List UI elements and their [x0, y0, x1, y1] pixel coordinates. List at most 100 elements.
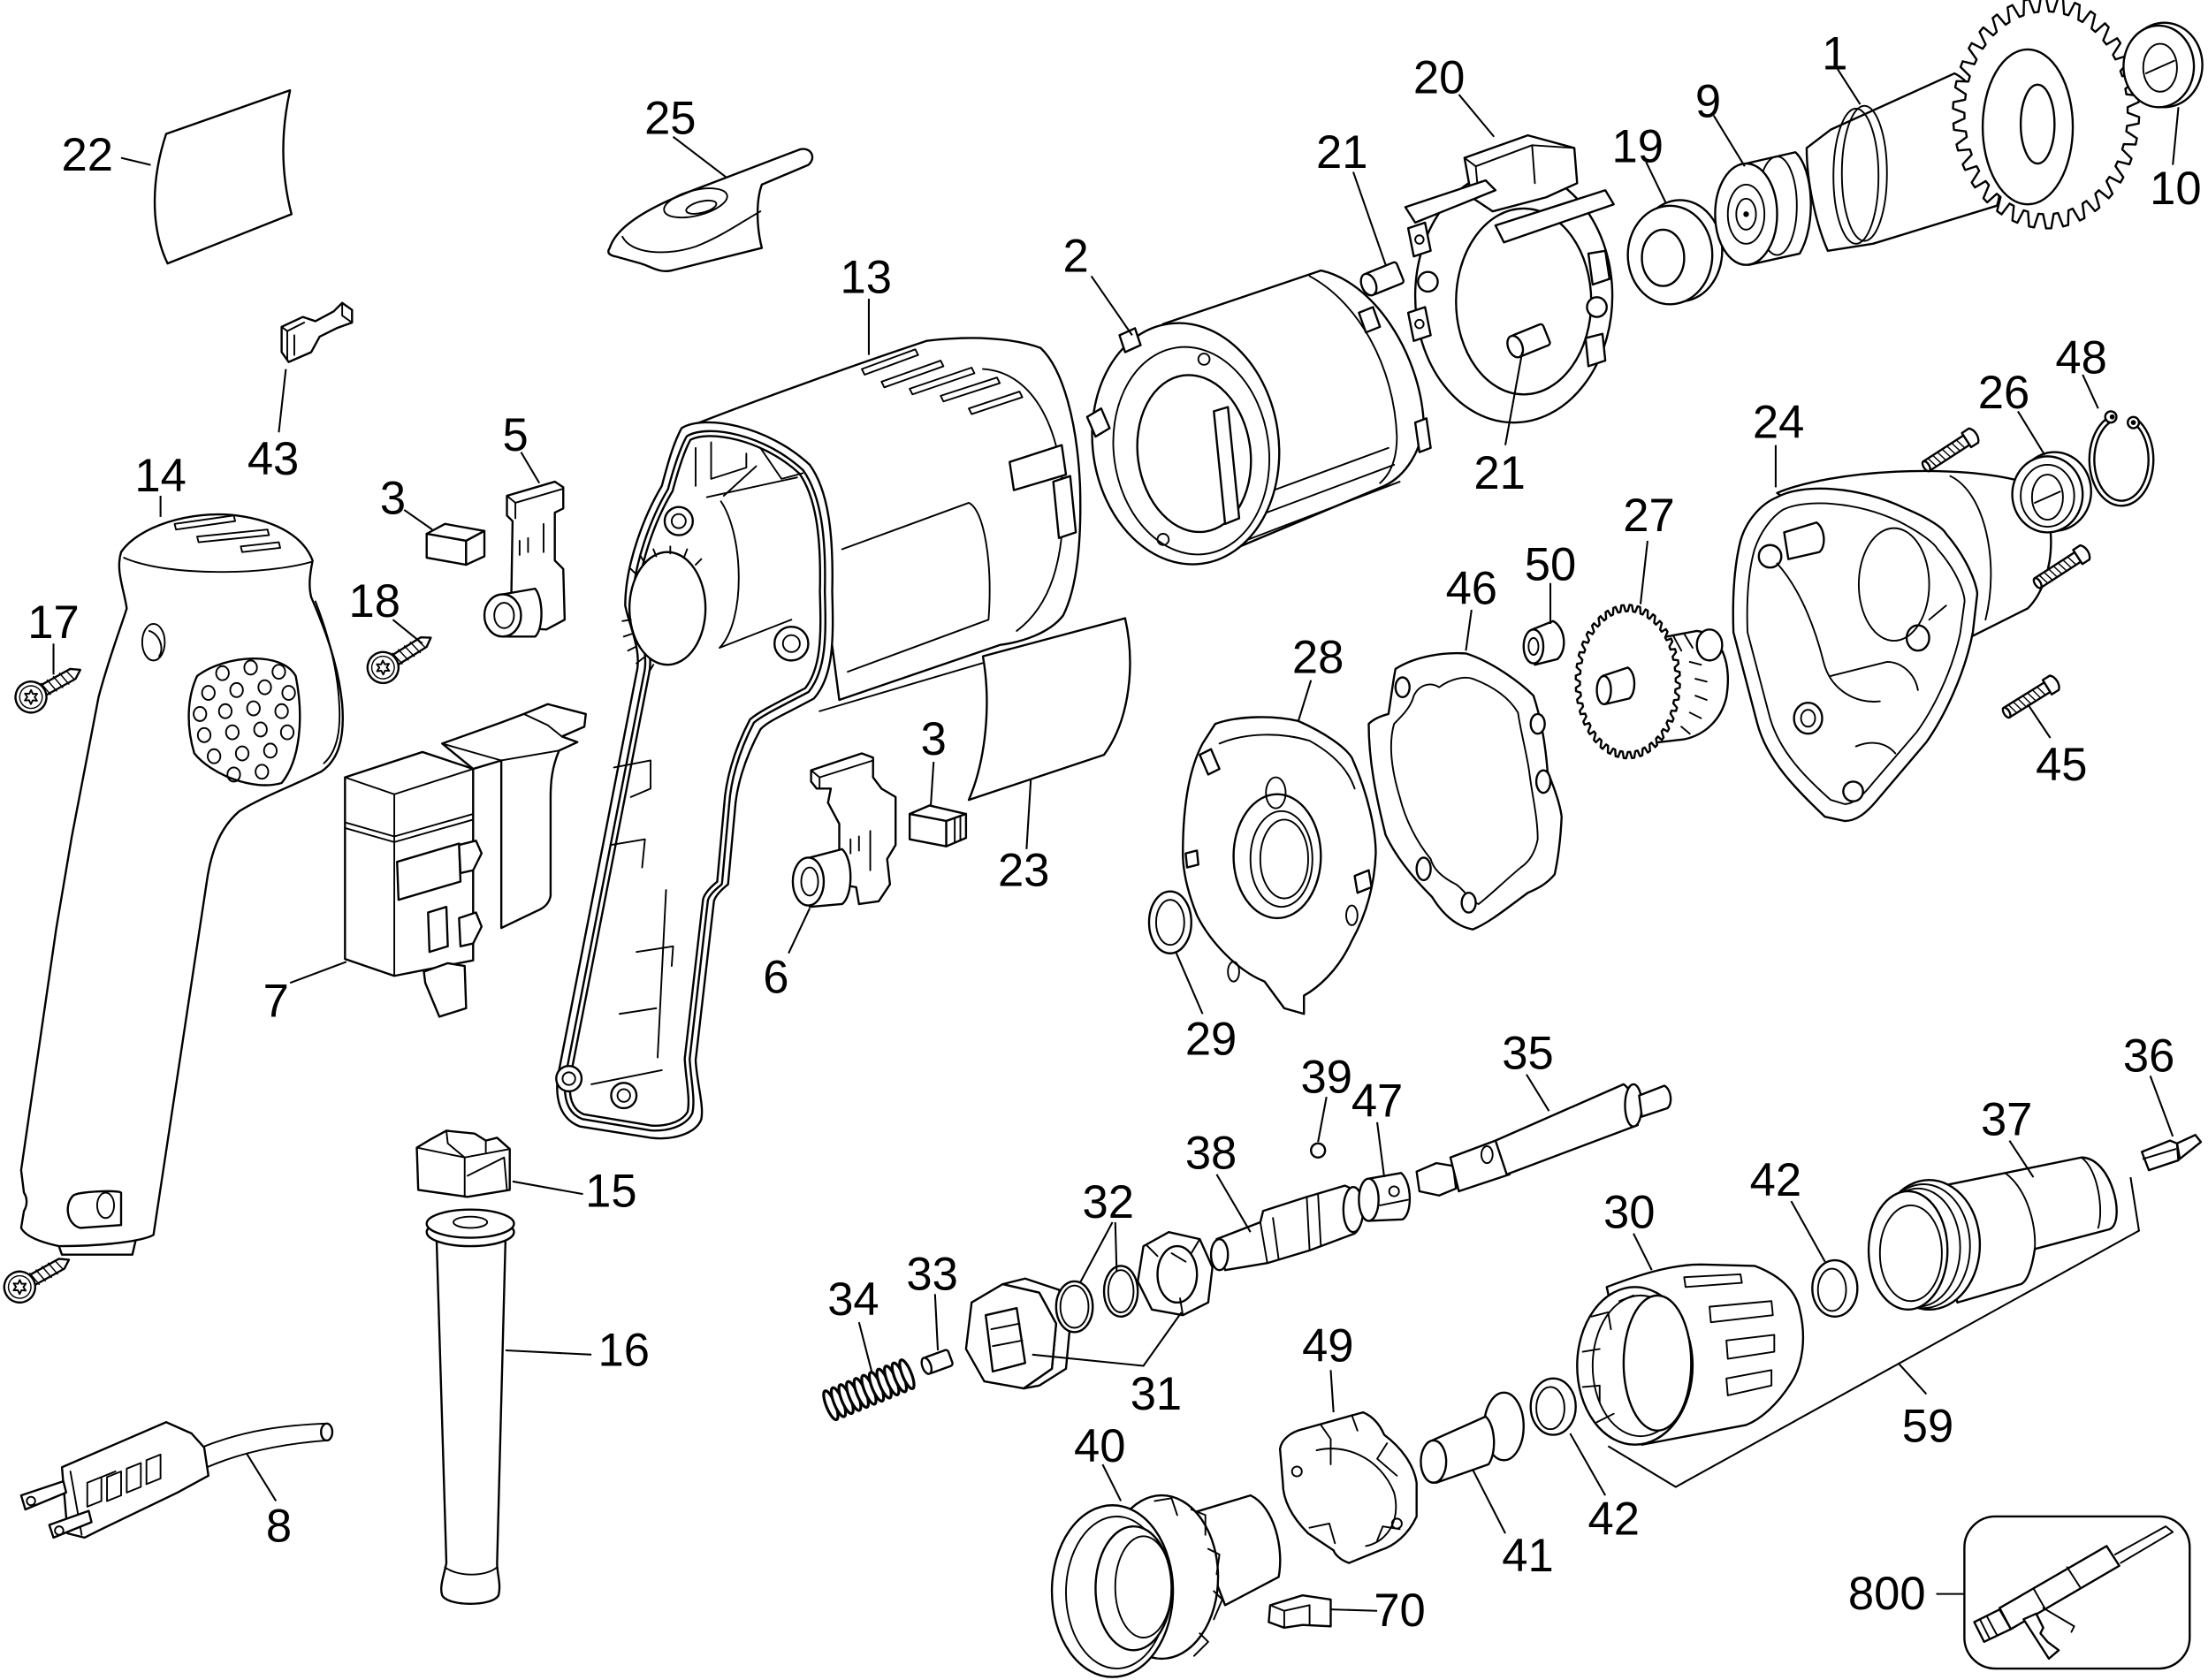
part-45-screw-lower — [1999, 673, 2063, 723]
holder-body — [810, 752, 897, 906]
leader-37 — [2008, 1140, 2035, 1178]
clamp-detail — [415, 1129, 511, 1198]
collar-slot — [1379, 1198, 1410, 1206]
spindle-end — [1209, 1237, 1230, 1272]
part-27-gear — [1574, 604, 1729, 760]
callout-21-lower: 21 — [1473, 447, 1525, 499]
ring-outer — [1529, 1377, 1577, 1436]
part-35-shaft — [1415, 1083, 1672, 1197]
part-7-switch — [344, 703, 587, 1018]
grill-hole — [229, 681, 244, 698]
housing-cam — [628, 551, 707, 666]
switch-window — [396, 842, 462, 901]
callout-42-lower: 42 — [1587, 1494, 1639, 1546]
label-outline — [967, 617, 1131, 802]
housing-inner-box — [695, 441, 804, 497]
side-handle-bore — [453, 1215, 489, 1229]
ring-clip — [1406, 306, 1432, 342]
part-48-retaining-ring — [2088, 410, 2155, 507]
ring-inner — [1816, 1267, 1847, 1312]
callout-70: 70 — [1374, 1585, 1425, 1637]
gear-housing-hole — [1757, 544, 1783, 569]
part-50-bushing — [1522, 620, 1565, 666]
ring-ear-hole — [2109, 414, 2115, 420]
bracket-59 — [1607, 1176, 2141, 1488]
callout-5: 5 — [502, 409, 528, 461]
callout-42-upper: 42 — [1750, 1154, 1801, 1206]
grill-hole — [201, 685, 216, 701]
leader-42-upper — [1790, 1200, 1826, 1263]
trigger-edge — [441, 712, 563, 762]
grill-hole — [274, 703, 289, 719]
holder-tube-end — [791, 856, 826, 907]
callout-29: 29 — [1185, 1013, 1237, 1065]
holder-tube-end — [483, 593, 522, 638]
plate-tab — [1184, 849, 1199, 869]
handle-seam — [314, 600, 341, 764]
part-39-ball — [1309, 1142, 1327, 1159]
callout-8: 8 — [266, 1501, 292, 1553]
key-outline — [1268, 1594, 1332, 1630]
part-10-bearing — [2122, 21, 2204, 109]
handle-bottom-hole — [66, 1190, 123, 1229]
cord — [200, 1422, 328, 1469]
part-19-bearing — [1626, 199, 1724, 306]
bearing-ring — [2020, 463, 2075, 528]
switch-box-edge — [344, 768, 475, 977]
ring-screw — [1417, 270, 1439, 293]
grill-hole — [246, 700, 261, 717]
ring-clip — [1587, 249, 1611, 286]
leader-33 — [933, 1294, 940, 1351]
grill-hole — [193, 705, 208, 722]
sleeve-end — [1420, 1439, 1448, 1484]
plug-prong — [48, 1509, 93, 1539]
ring-arm — [1494, 189, 1615, 244]
leader-5 — [520, 452, 541, 484]
callout-25: 25 — [644, 93, 696, 145]
collar-slot — [1683, 1273, 1743, 1289]
nose-ribs — [1153, 1497, 1223, 1657]
cage-cutout — [1308, 1414, 1401, 1545]
leader-36 — [2149, 1075, 2174, 1137]
field-hole — [1197, 353, 1211, 366]
bearing-front — [2011, 455, 2084, 534]
part-22-nameplate — [153, 88, 293, 265]
part-800-kit — [1963, 1515, 2191, 1670]
leader-18 — [392, 619, 423, 645]
callout-16: 16 — [598, 1325, 650, 1377]
leader-29 — [1175, 951, 1204, 1015]
leader-21-lower — [1504, 352, 1524, 445]
part-43-clip — [280, 301, 354, 363]
callout-30: 30 — [1603, 1186, 1655, 1238]
gasket-hole — [1534, 769, 1552, 794]
housing-slot — [1052, 475, 1077, 539]
shaft-hex — [1415, 1161, 1458, 1197]
grill-hole — [281, 685, 296, 701]
housing-barrel — [687, 337, 1082, 702]
gear-housing-body-line — [1949, 475, 1992, 621]
part-28-bearing-plate — [1182, 716, 1377, 1015]
part-21-pin-lower — [1506, 323, 1551, 359]
plate-tab — [1199, 748, 1221, 776]
bit-shank — [2140, 1139, 2180, 1172]
leader-40 — [1101, 1463, 1123, 1501]
part-13-motor-housing — [555, 337, 1116, 1140]
part-14-handle-housing — [19, 513, 344, 1256]
brush-groove — [954, 816, 962, 843]
collar-slot — [1709, 1300, 1774, 1324]
grill-hole — [226, 766, 241, 783]
handle-slot — [196, 528, 270, 544]
bushing-bore — [1527, 636, 1540, 656]
bit-hex-edge — [2142, 1148, 2177, 1160]
leader-2 — [1090, 275, 1133, 336]
cage-outline — [1278, 1410, 1418, 1564]
leader-25 — [672, 135, 727, 179]
bearing-bore — [1641, 228, 1686, 287]
bearing-front — [2122, 24, 2196, 109]
part-8-cord-plug — [19, 1421, 334, 1539]
part-42-ring-lower — [1529, 1377, 1577, 1436]
kit-gun-tip-rings — [1978, 1615, 1998, 1640]
leader-34 — [857, 1321, 873, 1372]
plate-bore-outer — [1232, 793, 1322, 920]
leader-35 — [1526, 1074, 1550, 1112]
